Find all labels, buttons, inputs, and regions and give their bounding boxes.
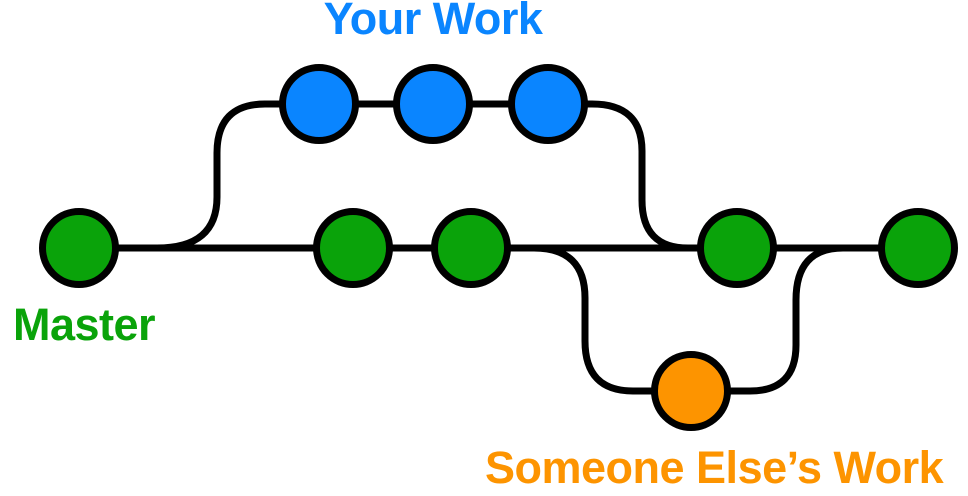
commit-node-master-1 — [39, 208, 119, 288]
commit-node-master-4 — [697, 208, 777, 288]
commit-node-master-5 — [878, 208, 958, 288]
commit-node-master-3 — [431, 208, 511, 288]
master-branch-label: Master — [13, 299, 156, 350]
commit-node-your-work-1 — [279, 64, 359, 144]
your-work-branch-line — [130, 100, 689, 252]
commit-node-your-work-2 — [393, 64, 473, 144]
commit-node-someone-else-1 — [651, 351, 731, 431]
someone-elses-work-branch-label: Someone Else’s Work — [485, 442, 944, 493]
commit-nodes — [39, 64, 958, 431]
your-work-branch-label: Your Work — [323, 0, 543, 44]
commit-node-your-work-3 — [508, 64, 588, 144]
commit-node-master-2 — [313, 208, 393, 288]
